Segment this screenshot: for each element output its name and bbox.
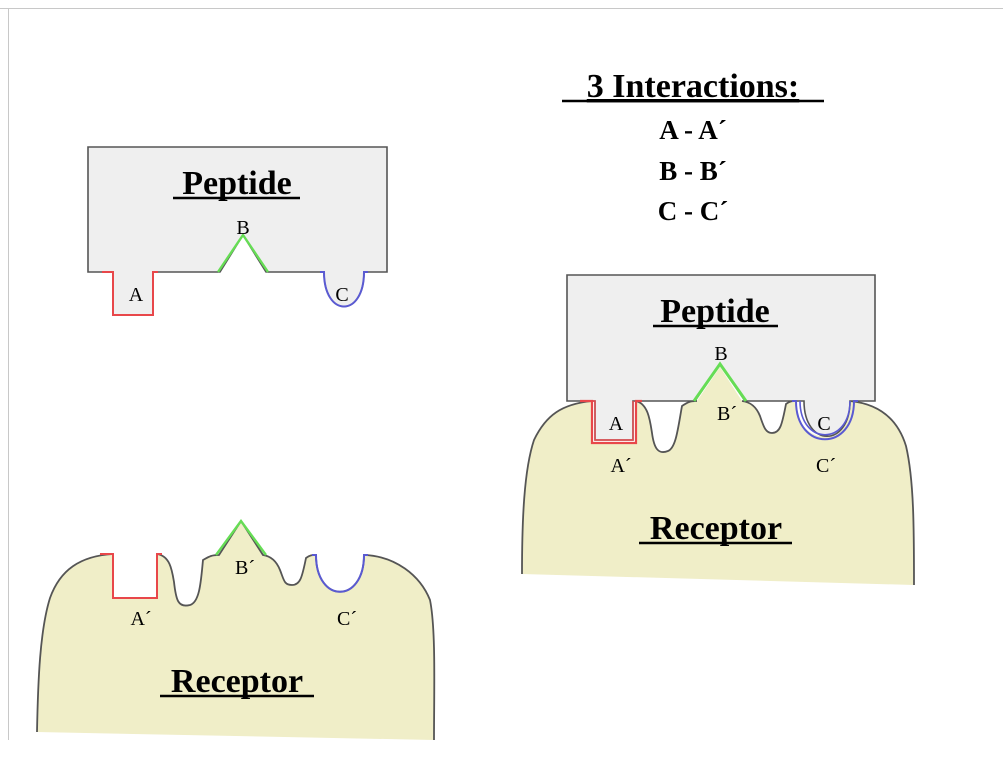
bound-complex: Peptide B A C B´ A´ C´ Receptor [521,274,915,586]
bound-receptor-shape [522,367,914,585]
separate-site-c-outline [320,271,368,308]
bound-site-b-label: B [714,343,727,365]
interactions-title: 3 Interactions: [587,68,799,105]
separate-site-a-prime-outline [100,553,162,599]
bound-peptide-label: Peptide [660,293,770,330]
separate-site-c-prime-label: C´ [337,608,357,630]
separate-site-b-outline [217,232,269,273]
bound-site-c-outline [792,400,858,441]
separate-receptor: A´ B´ C´ Receptor [36,518,436,741]
separate-peptide: Peptide B A C [87,146,388,316]
separate-site-b-prime-label: B´ [235,557,255,579]
separate-site-a-label: A [129,284,144,306]
bound-site-c-label: C [817,413,830,435]
separate-site-b-prime-outline [215,518,267,556]
pair-c: C - C´ [658,196,728,226]
separate-site-c-label: C [335,284,348,306]
separate-site-b-label: B [236,217,249,239]
separate-site-c-prime-outline [312,554,368,593]
separate-receptor-shape [37,521,435,740]
interactions-title-group: 3 Interactions: A - A´ B - B´ C - C´ [562,68,824,226]
separate-receptor-label: Receptor [171,663,303,700]
bound-site-a-outline [580,399,642,445]
pair-a: A - A´ [659,115,727,145]
bound-receptor-outline [521,399,915,586]
bound-site-a-label: A [609,413,624,435]
bound-site-c-inner-outline [799,400,851,436]
bound-site-b-outline [692,361,748,402]
pair-b: B - B´ [659,156,727,186]
separate-site-a-outline [102,271,158,316]
separate-site-a-prime-label: A´ [130,608,151,630]
bound-site-a-inner-outline [592,400,634,441]
separate-peptide-label: Peptide [182,165,292,202]
bound-site-b-prime-label: B´ [717,403,737,425]
bound-site-a-prime-label: A´ [610,455,631,477]
bound-receptor-label: Receptor [650,510,782,547]
bound-site-c-prime-label: C´ [816,455,836,477]
